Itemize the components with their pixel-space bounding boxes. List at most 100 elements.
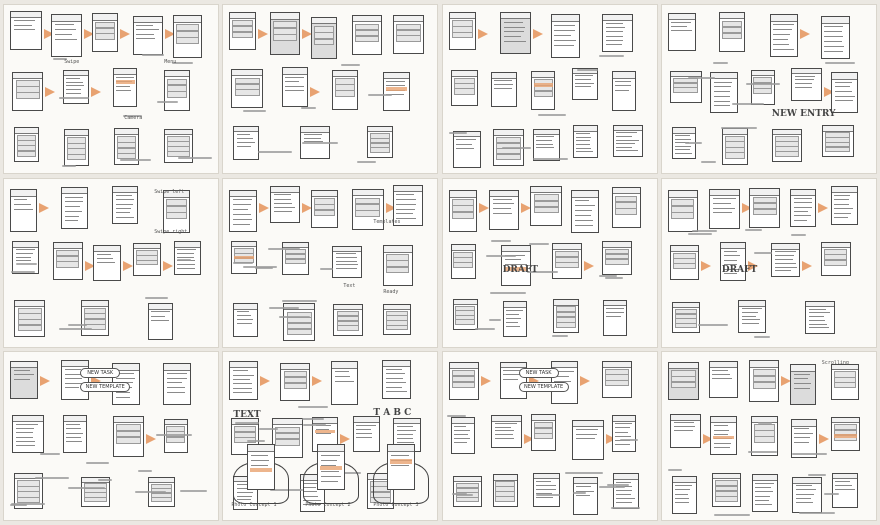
wireframe-text-line: [794, 378, 808, 379]
wireframe-text-line: [606, 36, 624, 37]
wireframe-list-row: [824, 260, 847, 266]
wireframe-text-line: [167, 378, 187, 379]
wireframe-phone: [367, 126, 394, 158]
wireframe-list-row: [166, 437, 185, 443]
wireframe-text-line: [116, 378, 135, 379]
wireframe-text-line: [494, 88, 512, 89]
wireframe-text-line: [136, 25, 153, 26]
wireframe-list-row: [605, 380, 629, 386]
wireframe-text-line: [576, 140, 591, 141]
wireframe-text-line: [66, 428, 81, 429]
wireframe-text-line: [835, 489, 855, 490]
wireframe-header-bar: [534, 130, 560, 135]
handwritten-note: [456, 494, 473, 496]
wireframe-list-row: [355, 36, 379, 43]
handwritten-note: [502, 147, 531, 149]
handwritten-note: [701, 161, 716, 163]
wireframe-header-bar: [710, 362, 737, 368]
wireframe-header-bar: [454, 477, 482, 482]
wireframe-text-line: [714, 91, 731, 92]
handwritten-label: T A B C: [373, 408, 411, 418]
handwritten-note: [68, 324, 87, 326]
wireframe-text-line: [321, 471, 339, 472]
wireframe-text-line: [616, 136, 632, 137]
handwritten-note: [746, 83, 780, 85]
wireframe-header-bar: [175, 242, 200, 247]
wireframe-phone: [14, 127, 39, 162]
wireframe-text-line: [795, 76, 815, 77]
wireframe-list-row: [17, 151, 36, 157]
handwritten-note: [565, 472, 603, 474]
wireframe-text-line: [454, 426, 466, 427]
wireframe-text-line: [575, 83, 594, 84]
wireframe-header-bar: [64, 416, 86, 422]
wireframe-text-line: [536, 497, 553, 498]
wireframe-text-line: [237, 138, 253, 139]
handwritten-note: [486, 255, 516, 257]
handwritten-note: [235, 422, 259, 424]
wireframe-phone: [272, 418, 303, 458]
wireframe-header-bar: [574, 478, 597, 484]
flow-arrow: [45, 87, 55, 97]
wireframe-text-line: [14, 370, 31, 371]
wireframe-text-line: [321, 476, 341, 477]
wireframe-text-line: [675, 489, 690, 490]
highlight-marker: [386, 87, 407, 91]
wireframe-text-line: [796, 502, 813, 503]
wireframe-text-line: [503, 379, 518, 380]
wireframe-phone: [531, 414, 556, 450]
sketch-sheet-r3-c2: Photo Concept 1Photo Concept 2Photo Conc…: [222, 351, 438, 521]
wireframe-list-row: [17, 497, 39, 503]
wireframe-phone: [573, 477, 598, 515]
wireframe-text-line: [824, 36, 842, 37]
wireframe-text-line: [834, 195, 850, 196]
wireframe-list-row: [166, 212, 187, 219]
wireframe-text-line: [795, 87, 812, 88]
handwritten-note: [142, 54, 164, 56]
wireframe-header-bar: [739, 301, 764, 306]
wireframe-text-line: [712, 374, 730, 375]
handwritten-label: Swipe left: [154, 189, 184, 195]
wireframe-text-line: [504, 36, 521, 37]
wireframe-text-line: [456, 139, 476, 140]
wireframe-text-line: [237, 311, 249, 312]
wireframe-header-bar: [174, 16, 200, 23]
wireframe-phone: [353, 416, 381, 451]
wireframe-header-bar: [671, 415, 700, 420]
wireframe-list-row: [555, 262, 579, 268]
wireframe-text-line: [671, 30, 692, 31]
wireframe-header-bar: [165, 420, 187, 426]
wireframe-phone: [453, 299, 478, 330]
highlight-marker: [116, 80, 135, 84]
wireframe-text-line: [233, 224, 250, 225]
wireframe-text-line: [495, 438, 514, 439]
wireframe-text-line: [504, 31, 524, 32]
wireframe-list-row: [455, 319, 475, 324]
wireframe-text-line: [834, 217, 848, 218]
wireframe-text-line: [386, 387, 402, 388]
wireframe-phone: [821, 16, 850, 59]
wireframe-text-line: [396, 209, 415, 210]
flow-arrow: [584, 261, 594, 271]
wireframe-text-line: [397, 434, 414, 435]
wireframe-header-bar: [710, 190, 739, 196]
wireframe-header-bar: [613, 72, 635, 78]
wireframe-text-line: [575, 205, 595, 206]
wireframe-phone: [493, 474, 518, 507]
handwritten-note: [538, 114, 565, 116]
flow-arrow: [802, 261, 812, 271]
wireframe-header-bar: [553, 244, 582, 250]
flow-arrow: [123, 261, 133, 271]
wireframe-text-line: [606, 40, 623, 41]
wireframe-phone: [164, 70, 190, 112]
wireframe-phone: [503, 301, 527, 337]
wireframe-text-line: [615, 90, 628, 91]
handwritten-note: [732, 103, 765, 105]
flow-arrow: [312, 376, 322, 386]
wireframe-list-row: [386, 325, 408, 331]
wireframe-text-line: [65, 216, 79, 217]
wireframe-phone: [831, 417, 859, 452]
wireframe-list-row: [725, 152, 745, 158]
wireframe-list-row: [456, 497, 479, 502]
wireframe-phone: [113, 68, 137, 107]
